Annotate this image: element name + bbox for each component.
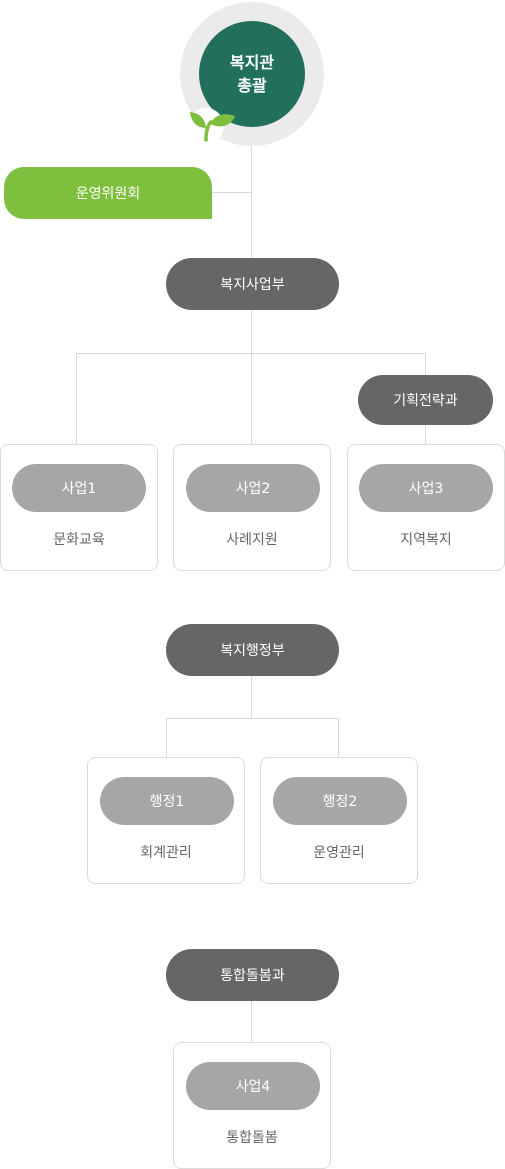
connector-unit1 (76, 353, 77, 444)
unit-description: 통합돌봄 (226, 1130, 278, 1146)
unit-badge: 행정1 (100, 777, 234, 825)
committee-label: 운영위원회 (75, 186, 141, 202)
unit-badge: 사업4 (186, 1062, 320, 1110)
head-title-line2: 총괄 (237, 76, 267, 95)
unit-description: 운영관리 (313, 845, 365, 861)
unit-card: 사업3 지역복지 (347, 444, 505, 571)
connector-dept2-down (251, 676, 252, 719)
sprout-icon (188, 108, 235, 144)
connector-unit2 (251, 353, 252, 444)
unit-description: 지역복지 (400, 532, 452, 548)
unit-badge-label: 행정1 (149, 794, 185, 810)
head-title-line1: 복지관 (229, 53, 275, 72)
unit-badge-label: 사업4 (235, 1079, 271, 1095)
head-circle: 복지관 총괄 (199, 21, 305, 127)
connector-admin2 (338, 718, 339, 757)
unit-badge: 사업2 (186, 464, 320, 512)
dept-name: 통합돌봄과 (220, 968, 285, 984)
unit-badge-label: 사업1 (61, 481, 97, 497)
connector-committee (212, 192, 252, 193)
dept-extra-name: 기획전략과 (393, 393, 458, 409)
dept-integrated-care: 통합돌봄과 (166, 949, 339, 1001)
connector-dept1-down (251, 310, 252, 354)
unit-badge: 사업3 (359, 464, 493, 512)
unit-card: 사업2 사례지원 (173, 444, 331, 571)
unit-badge: 사업1 (12, 464, 146, 512)
unit-description: 사례지원 (226, 532, 278, 548)
unit-description: 회계관리 (140, 845, 192, 861)
unit-badge-label: 사업2 (235, 481, 271, 497)
dept-welfare-admin: 복지행정부 (166, 624, 339, 676)
connector-dept2-horizontal (166, 718, 339, 719)
unit-card: 사업1 문화교육 (0, 444, 158, 571)
dept-welfare-business: 복지사업부 (166, 258, 339, 310)
unit-card: 사업4 통합돌봄 (173, 1042, 331, 1169)
unit-badge: 행정2 (273, 777, 407, 825)
unit-card: 행정2 운영관리 (260, 757, 418, 884)
committee-box: 운영위원회 (4, 167, 212, 219)
connector-top-main (251, 146, 252, 258)
unit-badge-label: 사업3 (408, 481, 444, 497)
dept-name: 복지사업부 (220, 277, 285, 293)
dept-planning-strategy: 기획전략과 (358, 375, 493, 425)
connector-dept3-down (251, 1001, 252, 1042)
unit-badge-label: 행정2 (322, 794, 358, 810)
connector-admin1 (166, 718, 167, 757)
unit-card: 행정1 회계관리 (87, 757, 245, 884)
dept-name: 복지행정부 (220, 643, 285, 659)
unit-description: 문화교육 (53, 532, 105, 548)
